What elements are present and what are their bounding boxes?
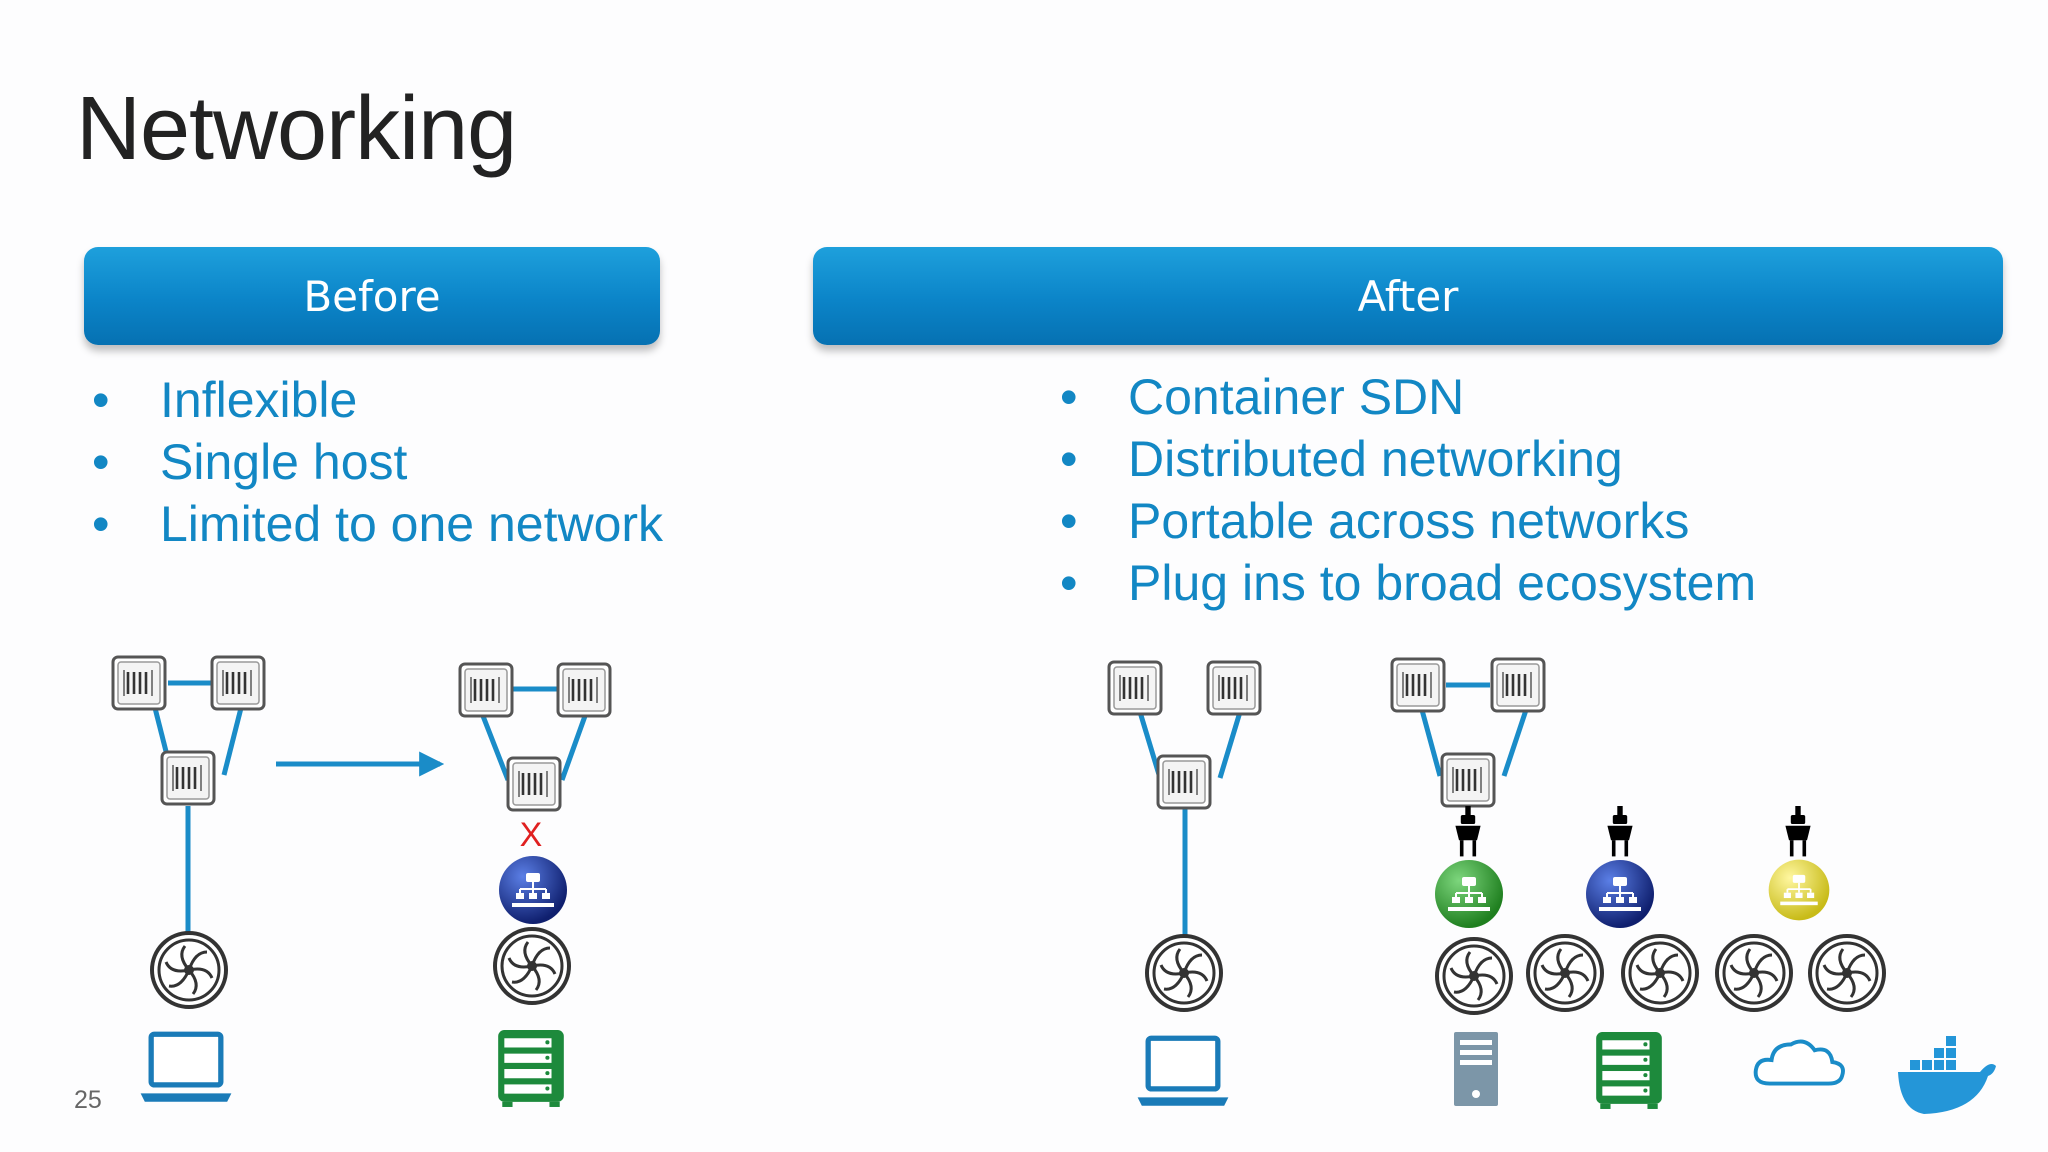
plug-icon (1455, 806, 1481, 857)
cloud-icon (1753, 1039, 1845, 1086)
engine-icon (1435, 937, 1513, 1015)
container-icon (1490, 657, 1546, 713)
container-icon (1206, 660, 1262, 716)
page-number: 25 (74, 1086, 102, 1114)
plug-icon (1607, 806, 1633, 857)
after-bullet-item: Distributed networking (1060, 428, 1756, 490)
plug-icon (1785, 806, 1811, 857)
container-icon (160, 750, 216, 806)
container-icon (556, 662, 612, 718)
page-title: Networking (76, 79, 517, 179)
container-icon (506, 756, 562, 812)
tower-server-icon (1454, 1032, 1498, 1106)
engine-icon (1145, 934, 1223, 1012)
before-bullet-list: Inflexible Single host Limited to one ne… (92, 369, 663, 555)
engine-icon (1715, 934, 1793, 1012)
network-links (152, 680, 1529, 940)
before-bullet-item: Inflexible (92, 369, 663, 431)
before-bullet-item: Limited to one network (92, 493, 663, 555)
container-icon (1390, 657, 1446, 713)
network-driver-icon (498, 855, 568, 925)
container-icon (1107, 660, 1163, 716)
engine-icon (150, 931, 228, 1009)
server-rack-icon (1596, 1032, 1662, 1109)
laptop-icon (141, 1034, 232, 1102)
network-driver-icon (1434, 859, 1504, 929)
network-driver-icon (1585, 859, 1655, 929)
blocked-link-mark: X (520, 816, 543, 854)
engine-icon (493, 927, 571, 1005)
after-bullet-item: Portable across networks (1060, 490, 1756, 552)
laptop-icon (1138, 1038, 1229, 1106)
before-bullet-item: Single host (92, 431, 663, 493)
before-banner: Before (84, 247, 660, 345)
docker-whale-icon (1898, 1036, 1996, 1114)
container-icon (111, 655, 167, 711)
engine-icon (1808, 934, 1886, 1012)
engine-icon (1621, 934, 1699, 1012)
container-icon (210, 655, 266, 711)
after-bullet-list: Container SDN Distributed networking Por… (1060, 366, 1756, 614)
after-bullet-item: Plug ins to broad ecosystem (1060, 552, 1756, 614)
container-icon (458, 662, 514, 718)
container-icon (1440, 752, 1496, 808)
after-banner: After (813, 247, 2003, 345)
after-bullet-item: Container SDN (1060, 366, 1756, 428)
container-icon (1156, 754, 1212, 810)
network-driver-icon (1767, 858, 1831, 922)
engine-icon (1526, 934, 1604, 1012)
server-rack-icon (498, 1030, 564, 1107)
